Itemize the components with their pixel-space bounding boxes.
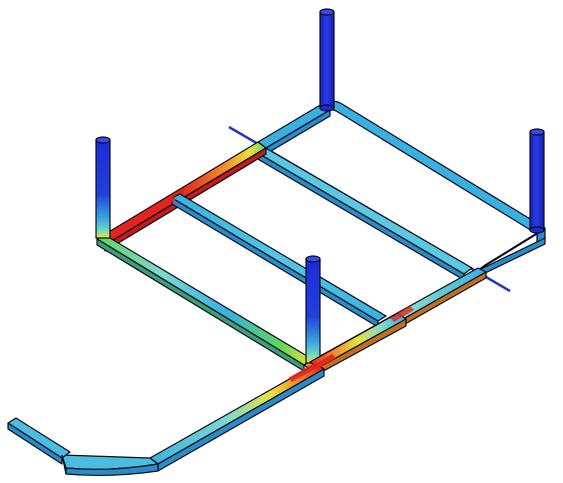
post-left xyxy=(95,136,111,239)
back-frame xyxy=(255,100,546,281)
stress-hotspots xyxy=(110,196,414,382)
post-center-front xyxy=(305,255,321,364)
post-right xyxy=(529,128,545,234)
post-top-center xyxy=(319,8,335,112)
front-arm xyxy=(7,312,407,477)
